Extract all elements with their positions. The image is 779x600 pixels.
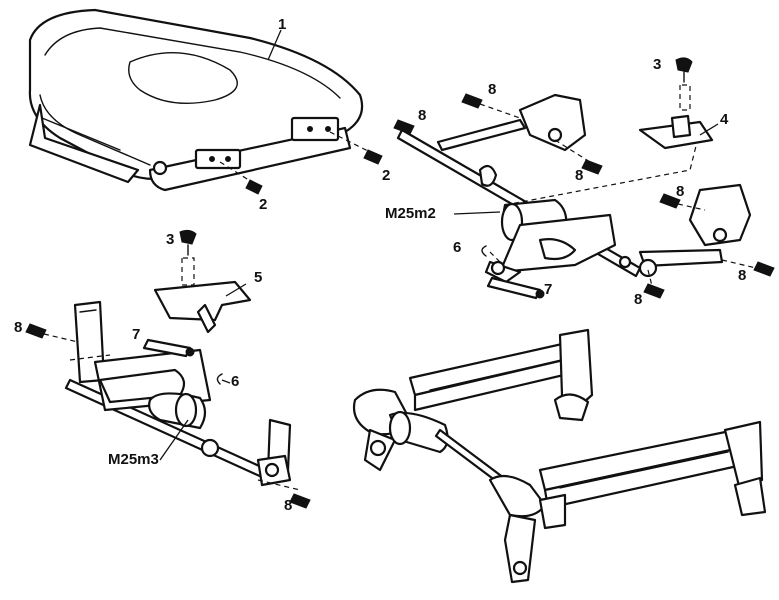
callout-motor-m25m2: M25m2	[385, 205, 436, 222]
bolt-8-lower-1	[25, 323, 79, 343]
bracket-4	[638, 57, 714, 150]
callout-6-clip-upper: 6	[453, 239, 462, 256]
callout-8-bolt-5: 8	[738, 267, 747, 284]
pin-7-lower	[142, 338, 195, 358]
bolt-8-upper-6	[643, 269, 665, 299]
callout-motor-m25m3: M25m3	[108, 451, 159, 468]
callout-8-bolt-2: 8	[418, 107, 427, 124]
bracket-5	[153, 229, 252, 334]
callout-1-seat-cushion: 1	[278, 16, 287, 33]
callout-2-bolt-right: 2	[382, 167, 391, 184]
bolt-2-right	[329, 131, 383, 165]
callout-6-clip-lower: 6	[231, 373, 240, 390]
bolt-8-upper-1	[461, 93, 521, 119]
callout-8-bolt-7: 8	[14, 319, 23, 336]
callout-8-bolt-6: 8	[634, 291, 643, 308]
bolt-8-upper-2	[393, 119, 415, 135]
clip-6-lower	[216, 373, 223, 385]
bolt-2-left	[219, 161, 263, 195]
clip-6-upper	[481, 245, 501, 263]
lower-adjuster-frame	[64, 300, 301, 491]
bolt-8-upper-4	[659, 193, 706, 211]
seat-rail-assembly	[352, 328, 767, 584]
callout-8-bolt-8: 8	[284, 497, 293, 514]
callout-8-bolt-4: 8	[676, 183, 685, 200]
upper-adjuster-frame	[396, 93, 752, 284]
callout-7-pin-lower: 7	[132, 326, 141, 343]
callout-8-bolt-3: 8	[575, 167, 584, 184]
callout-2-bolt-left: 2	[259, 196, 268, 213]
callout-7-pin-upper: 7	[544, 281, 553, 298]
bolt-8-lower-2	[289, 493, 311, 509]
callout-3-bolt-upper: 3	[653, 56, 662, 73]
callout-4-bracket: 4	[720, 111, 729, 128]
bolt-8-upper-5	[721, 259, 775, 277]
leader-lines	[159, 29, 719, 461]
seat-cushion	[28, 8, 364, 192]
callout-5-bracket: 5	[254, 269, 263, 286]
pin-7-upper	[486, 276, 545, 300]
callout-8-bolt-1: 8	[488, 81, 497, 98]
bolt-8-upper-3	[554, 139, 603, 175]
callout-3-bolt-lower: 3	[166, 231, 175, 248]
